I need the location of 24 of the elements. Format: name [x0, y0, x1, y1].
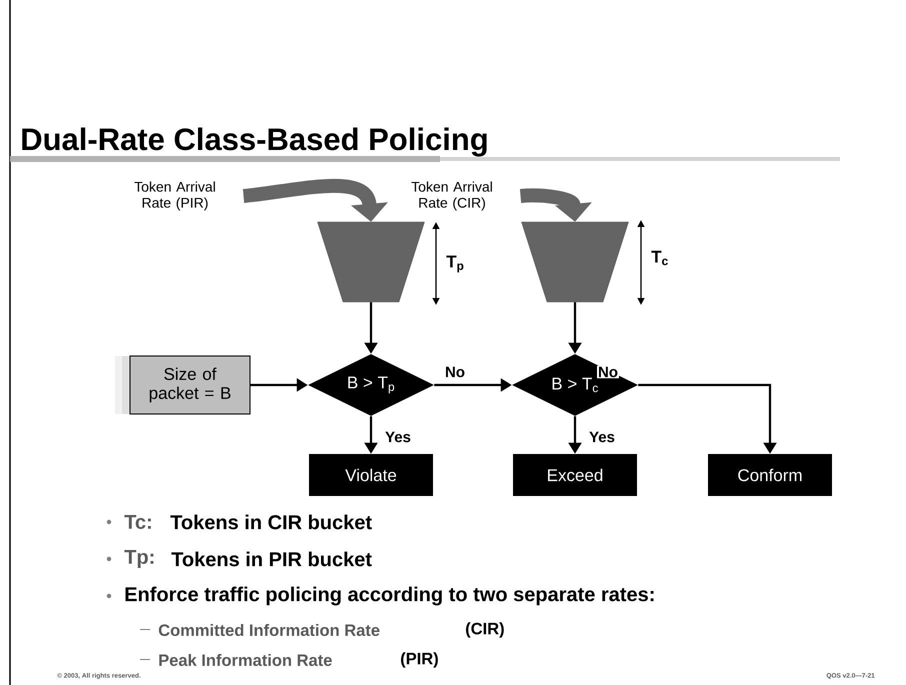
- bucket-shape: [317, 222, 425, 302]
- bullet-text: Tokens in CIR bucket: [170, 514, 372, 530]
- result-box: Exceed: [513, 454, 637, 496]
- term-label: Tp:: [124, 550, 154, 568]
- dimension-label: T$_{c}$: [651, 250, 668, 266]
- bullet-text: Enforce traffic policing according to two separate rates:: [126, 586, 654, 606]
- edge-label: No: [597, 366, 619, 378]
- sub-bullet-text: Peak Information Rate: [159, 654, 332, 666]
- bullet-text: Tokens in PIR bucket: [171, 552, 372, 566]
- rate-label: Token Arrival Rate (CIR): [411, 181, 492, 211]
- rate-label: Token Arrival Rate (PIR): [134, 181, 215, 211]
- term-label: Tc:: [124, 515, 151, 529]
- sub-bullet-text: Committed Information Rate: [158, 624, 380, 636]
- result-box: Conform: [708, 454, 832, 496]
- dimension-label: T$_{p}$: [446, 256, 464, 272]
- edge-label: No: [444, 366, 466, 378]
- edge-label: Yes: [384, 430, 412, 444]
- packet-box: Size of packet = B: [115, 356, 250, 414]
- edge-label: Yes: [588, 430, 616, 444]
- slide-title: Dual-Rate Class-Based Policing: [22, 128, 487, 157]
- result-box: Violate: [309, 454, 433, 496]
- sub-bullet-text: (CIR): [466, 622, 504, 638]
- bucket-shape: [521, 222, 629, 302]
- sub-bullet-text: (PIR): [401, 652, 438, 668]
